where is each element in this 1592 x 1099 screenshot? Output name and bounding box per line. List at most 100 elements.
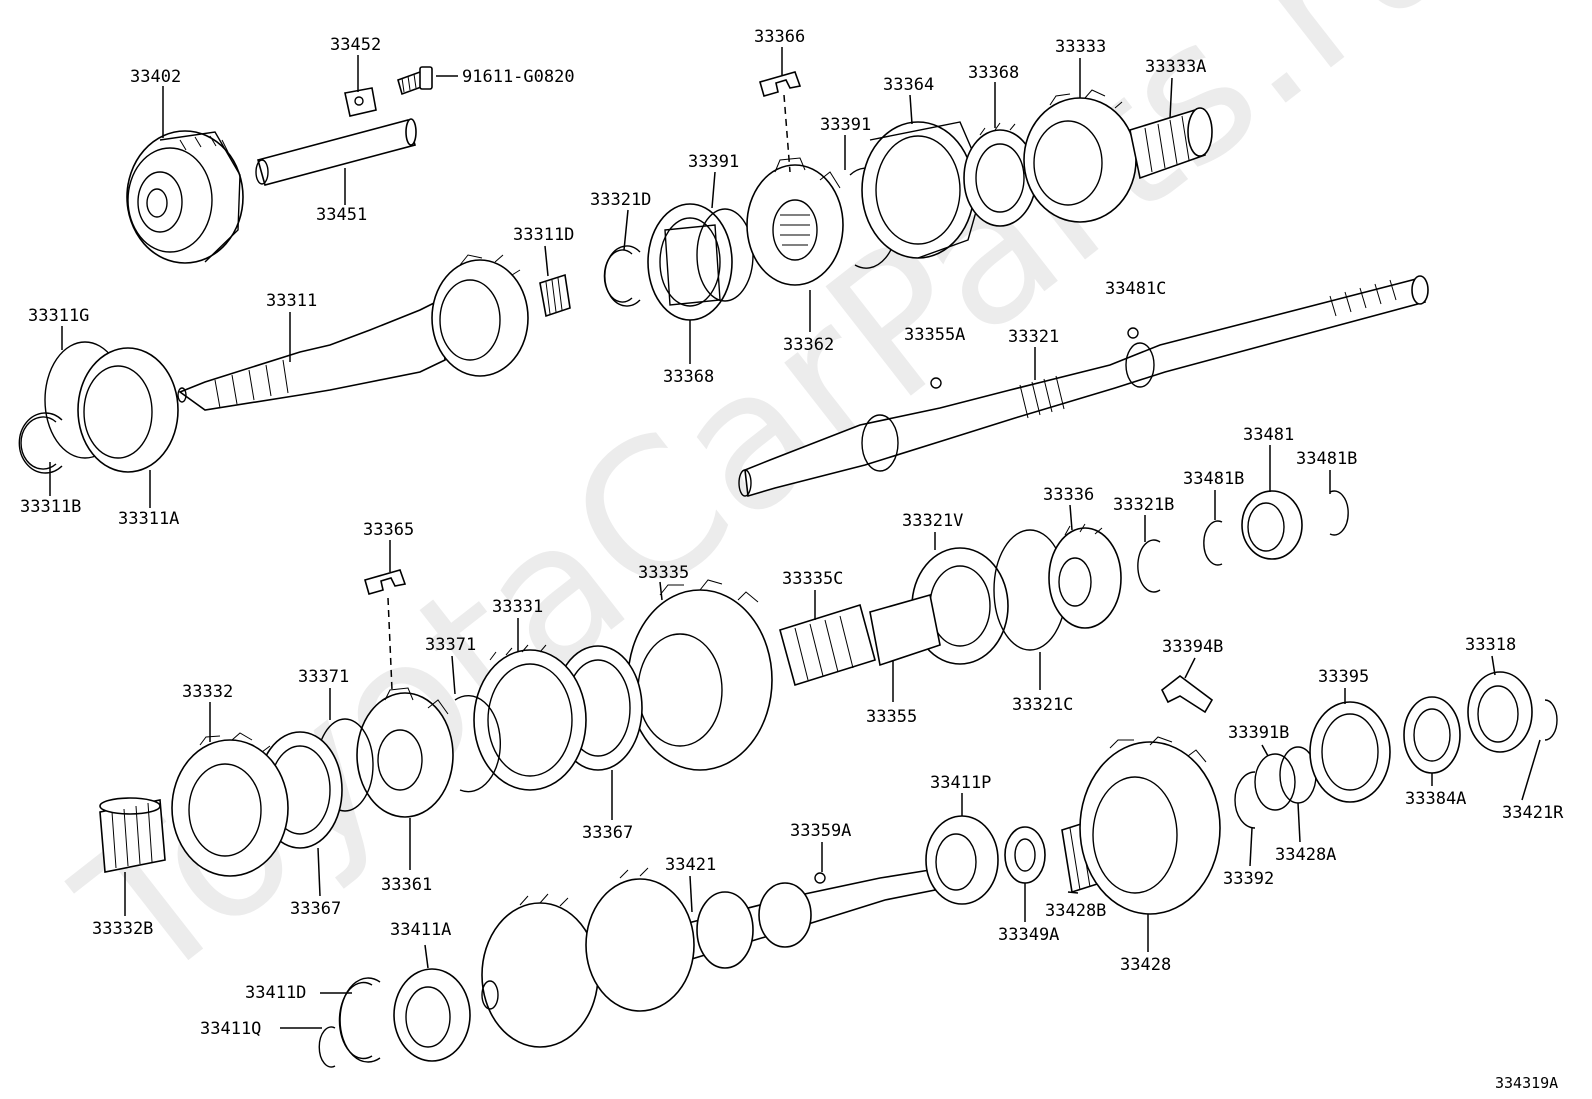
part-33365-key bbox=[364, 569, 407, 595]
callout-33349A: 33349A bbox=[998, 925, 1059, 945]
part-33452-plate bbox=[344, 87, 377, 117]
part-33366-key bbox=[759, 71, 802, 97]
callout-33311A: 33311A bbox=[118, 509, 179, 529]
callout-33481C: 33481C bbox=[1105, 279, 1166, 299]
part-33332-gear bbox=[171, 732, 289, 877]
part-33481B-ring-right bbox=[1329, 490, 1349, 536]
callout-33411A: 33411A bbox=[390, 920, 451, 940]
part-33362-hub bbox=[746, 157, 844, 286]
callout-33311: 33311 bbox=[266, 291, 317, 311]
part-33481-collar bbox=[1241, 490, 1303, 560]
part-33311A-bearing bbox=[77, 347, 179, 473]
callout-33336: 33336 bbox=[1043, 485, 1094, 505]
part-33421-counter-gear bbox=[481, 867, 936, 1048]
callout-33321D: 33321D bbox=[590, 190, 651, 210]
part-33395-sleeve bbox=[1309, 701, 1391, 803]
callout-33311B: 33311B bbox=[20, 497, 81, 517]
part-33335-gear bbox=[627, 579, 773, 771]
part-33368-ring bbox=[647, 203, 733, 321]
callout-33481: 33481 bbox=[1243, 425, 1294, 445]
callout-33481B-right: 33481B bbox=[1296, 449, 1357, 469]
callout-labels: 33402 33452 91611-G0820 33451 33366 3336… bbox=[20, 27, 1564, 1039]
callout-33361: 33361 bbox=[381, 875, 432, 895]
part-33451-shaft bbox=[255, 118, 417, 186]
callout-33391B: 33391B bbox=[1228, 723, 1289, 743]
callout-33335C: 33335C bbox=[782, 569, 843, 589]
callout-33311G: 33311G bbox=[28, 306, 89, 326]
part-33384A-ring bbox=[1403, 696, 1461, 774]
part-33311B-snap-ring bbox=[18, 412, 63, 474]
callout-33421: 33421 bbox=[665, 855, 716, 875]
callout-33331: 33331 bbox=[492, 597, 543, 617]
callout-33321B: 33321B bbox=[1113, 495, 1174, 515]
callout-33392: 33392 bbox=[1223, 869, 1274, 889]
callout-33384A: 33384A bbox=[1405, 789, 1466, 809]
callout-33391-right: 33391 bbox=[820, 115, 871, 135]
callout-33311D: 33311D bbox=[513, 225, 574, 245]
callout-33362: 33362 bbox=[783, 335, 834, 355]
callout-33365: 33365 bbox=[363, 520, 414, 540]
callout-33364: 33364 bbox=[883, 75, 934, 95]
part-33402-gear bbox=[126, 130, 244, 264]
part-33331-sleeve bbox=[473, 644, 587, 791]
callout-33411D: 33411D bbox=[245, 983, 306, 1003]
callout-33411P: 33411P bbox=[930, 773, 991, 793]
callout-33335: 33335 bbox=[638, 563, 689, 583]
part-33394B-segment bbox=[1160, 674, 1214, 714]
part-33336-gear bbox=[1048, 523, 1122, 629]
callout-33371-lower: 33371 bbox=[298, 667, 349, 687]
callout-33332: 33332 bbox=[182, 682, 233, 702]
callout-33428A: 33428A bbox=[1275, 845, 1336, 865]
part-33421R-ring bbox=[1544, 699, 1558, 741]
callout-33333A: 33333A bbox=[1145, 57, 1206, 77]
callout-33402: 33402 bbox=[130, 67, 181, 87]
callout-33355: 33355 bbox=[866, 707, 917, 727]
callout-33355A: 33355A bbox=[904, 325, 965, 345]
part-33411Q-ring bbox=[318, 1026, 336, 1068]
callout-33452: 33452 bbox=[330, 35, 381, 55]
part-33311D-bearing bbox=[539, 273, 571, 318]
part-33361-hub bbox=[356, 687, 454, 818]
callout-33367-right: 33367 bbox=[582, 823, 633, 843]
part-33355-shaft bbox=[869, 593, 941, 667]
part-91611-bolt bbox=[397, 66, 433, 96]
part-33311-input-shaft bbox=[177, 254, 529, 411]
callout-33481B-left: 33481B bbox=[1183, 469, 1244, 489]
callout-33318: 33318 bbox=[1465, 635, 1516, 655]
callout-33394B: 33394B bbox=[1162, 637, 1223, 657]
part-33428-gear bbox=[1079, 736, 1221, 915]
callout-33411Q: 33411Q bbox=[200, 1019, 261, 1039]
part-33371-ring-upper bbox=[454, 695, 501, 793]
callout-33368-lower: 33368 bbox=[663, 367, 714, 387]
callout-33368-upper: 33368 bbox=[968, 63, 1019, 83]
callout-33367-left: 33367 bbox=[290, 899, 341, 919]
part-33355A-ball bbox=[930, 377, 942, 389]
part-33411D-ring bbox=[338, 977, 381, 1063]
callout-33366: 33366 bbox=[754, 27, 805, 47]
part-33321B-snap-ring bbox=[1137, 539, 1161, 593]
callout-91611-G0820: 91611-G0820 bbox=[462, 67, 575, 87]
part-33391B-ring bbox=[1254, 753, 1296, 811]
callout-33321: 33321 bbox=[1008, 327, 1059, 347]
part-33481B-ring-left bbox=[1203, 520, 1223, 566]
part-33392-ring bbox=[1234, 771, 1256, 829]
part-33333A-bearing bbox=[1129, 107, 1213, 180]
part-33321D-snap-ring bbox=[603, 245, 641, 307]
callout-33321C: 33321C bbox=[1012, 695, 1073, 715]
callout-33359A: 33359A bbox=[790, 821, 851, 841]
part-33321-main-shaft bbox=[738, 275, 1429, 498]
part-33481C-ball bbox=[1127, 327, 1139, 339]
callout-33321V: 33321V bbox=[902, 511, 963, 531]
part-33411P-bearing bbox=[925, 815, 999, 905]
diagram-reference: 334319A bbox=[1495, 1074, 1558, 1092]
leader-lines bbox=[49, 47, 1541, 1029]
part-33335C-bearing bbox=[779, 603, 876, 687]
part-33359A-ball bbox=[814, 872, 826, 884]
callout-33428B: 33428B bbox=[1045, 901, 1106, 921]
part-33349A-washer bbox=[1004, 826, 1046, 884]
part-33411A-bearing bbox=[393, 968, 471, 1062]
part-33332B-bearing bbox=[99, 797, 166, 873]
callout-33371-upper: 33371 bbox=[425, 635, 476, 655]
